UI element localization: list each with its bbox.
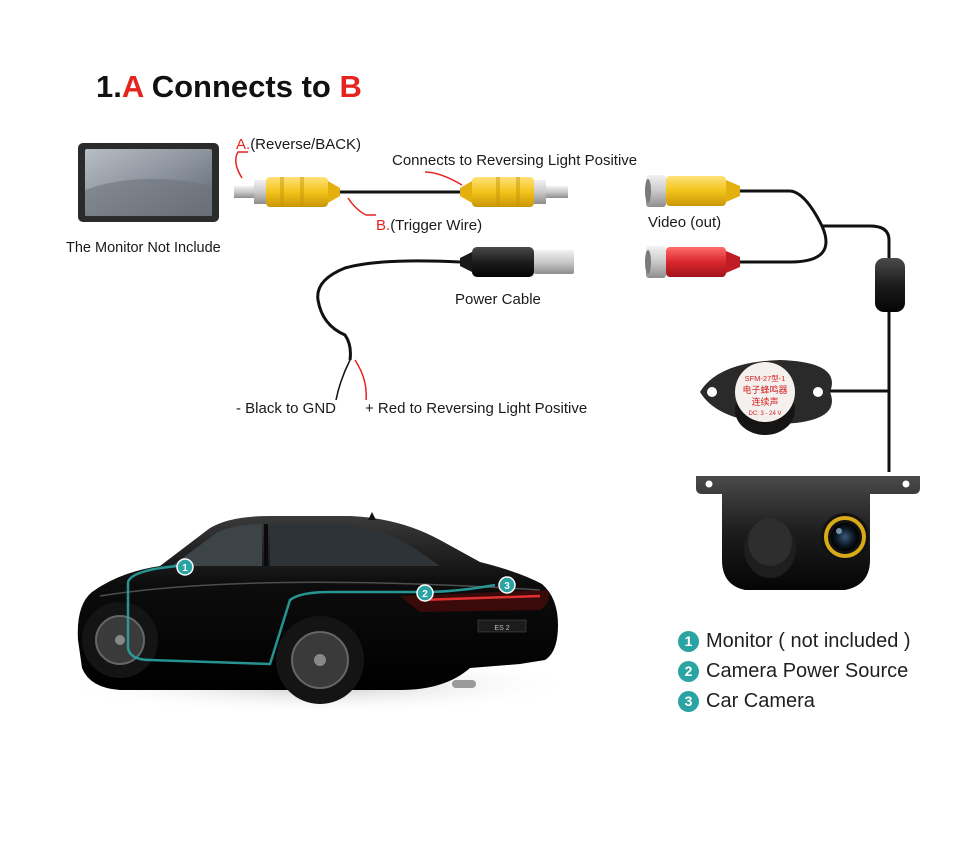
svg-text:3: 3 [504,581,510,592]
buzzer-text-voltage: DC: 3 - 24 V [748,411,781,417]
legend-item-camera-power: 2 Camera Power Source [678,656,911,686]
reverse-back-label: A.(Reverse/BACK) [236,136,361,153]
car-marker-1: 1 [176,558,194,576]
legend-badge-1: 1 [678,630,699,652]
legend-item-car-camera: 3 Car Camera [678,686,911,716]
connects-light-label: Connects to Reversing Light Positive [392,152,637,169]
red-light-label: + Red to Reversing Light Positive [365,400,587,417]
buzzer-image: SFM-27型-1 电子蜂鸣器 连续声 DC: 3 - 24 V [700,360,832,435]
black-gnd-label: - Black to GND [236,400,336,417]
trigger-wire-label: B.(Trigger Wire) [376,217,482,234]
rca-connector-middle [460,177,568,207]
legend-text-1: Monitor ( not included ) [706,629,911,652]
legend: 1 Monitor ( not included ) 2 Camera Powe… [678,626,911,716]
rear-camera-image [696,476,920,590]
rca-connector-left [234,177,340,207]
legend-badge-3: 3 [678,690,699,712]
car-image: ES 2 [60,512,580,715]
red-leader-lines [235,151,463,401]
page-title: 1.A Connects to B [96,69,362,104]
rca-cable-wires [316,189,891,472]
buzzer-text-model: SFM-27型-1 [745,374,786,383]
car-marker-3: 3 [498,576,516,594]
car-marker-2: 2 [416,584,434,602]
svg-text:1: 1 [182,563,188,574]
power-dc-connector [460,247,574,277]
black-gnd-wire [335,359,351,401]
rca-connector-yellow-female [645,175,740,207]
rca-connector-red-female [645,246,740,278]
buzzer-text-type: 电子蜂鸣器 [742,384,787,395]
car-plate: ES 2 [494,625,509,632]
legend-text-2: Camera Power Source [706,659,909,682]
legend-text-3: Car Camera [706,689,815,712]
monitor-label: The Monitor Not Include [66,240,221,256]
legend-badge-2: 2 [678,660,699,682]
inline-filter [875,258,905,312]
power-cable-label: Power Cable [455,291,541,308]
legend-item-monitor: 1 Monitor ( not included ) [678,626,911,656]
monitor-image [78,143,219,222]
video-out-label: Video (out) [648,214,721,231]
svg-text:2: 2 [422,589,428,600]
buzzer-text-sound: 连续声 [751,396,778,407]
